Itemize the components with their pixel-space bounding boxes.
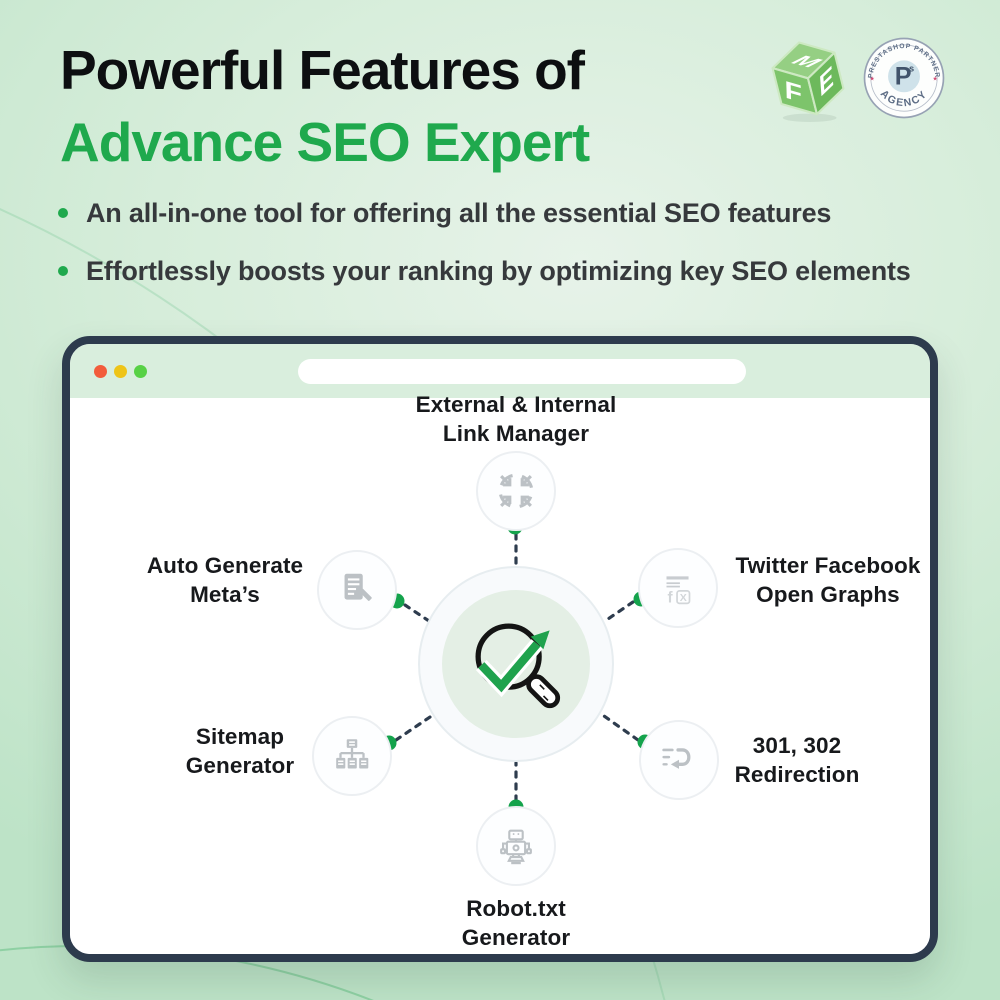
browser-window — [62, 336, 938, 962]
maximize-window-button[interactable] — [134, 365, 147, 378]
badge-star-icon: ★ — [933, 76, 938, 83]
window-controls — [94, 365, 147, 378]
bullet-item: An all-in-one tool for offering all the … — [58, 197, 911, 230]
close-window-button[interactable] — [94, 365, 107, 378]
browser-content — [70, 398, 930, 954]
page-title-black: Powerful Features of — [60, 39, 585, 101]
page-title: Powerful Features of Advance SEO Expert — [60, 34, 590, 178]
bullet-dot-icon — [58, 208, 68, 218]
address-bar[interactable] — [298, 359, 746, 384]
bullet-text: An all-in-one tool for offering all the … — [86, 198, 832, 228]
badge-monogram: P — [895, 63, 912, 91]
browser-header — [70, 344, 930, 398]
minimize-window-button[interactable] — [114, 365, 127, 378]
badge-star-icon: ★ — [870, 76, 875, 83]
fme-letter-e: E — [816, 60, 838, 102]
badge-monogram-accent: s — [909, 63, 914, 73]
page-title-green: Advance SEO Expert — [60, 111, 590, 173]
fme-cube-logo: M F E — [771, 41, 845, 122]
prestashop-partner-badge: PRESTASHOP PARTNER AGENCY ★ ★ P s — [863, 37, 945, 119]
bullet-text: Effortlessly boosts your ranking by opti… — [86, 256, 911, 286]
bullet-dot-icon — [58, 266, 68, 276]
feature-bullet-list: An all-in-one tool for offering all the … — [58, 197, 911, 313]
bullet-item: Effortlessly boosts your ranking by opti… — [58, 255, 911, 288]
